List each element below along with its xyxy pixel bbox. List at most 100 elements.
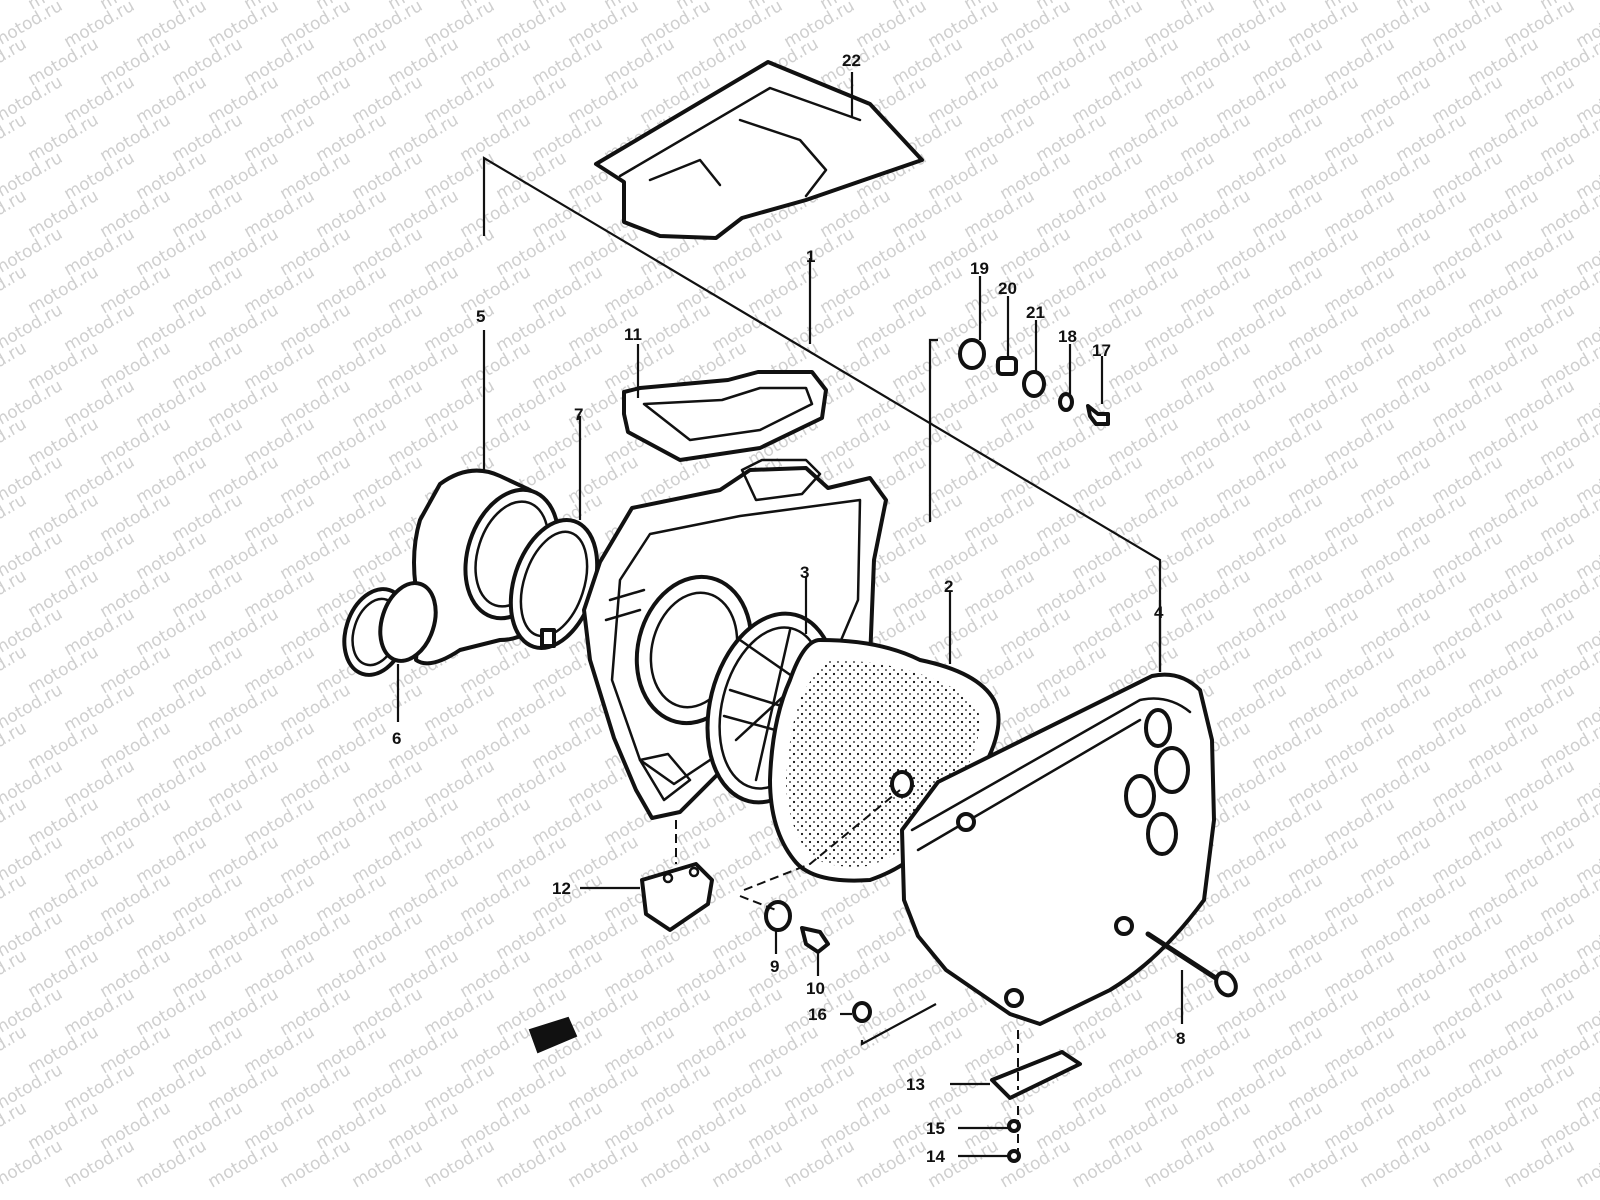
watermark-text: motod.ru <box>169 566 247 622</box>
watermark-text: motod.ru <box>457 34 535 90</box>
watermark-text: motod.ru <box>277 528 355 584</box>
watermark-text: motod.ru <box>421 224 499 280</box>
watermark-text: motod.ru <box>1429 376 1507 432</box>
watermark-text: motod.ru <box>97 718 175 774</box>
watermark-text: motod.ru <box>1105 262 1183 318</box>
part-8-long-bolt <box>1145 931 1238 1024</box>
watermark-text: motod.ru <box>313 946 391 1002</box>
watermark-text: motod.ru <box>1393 946 1471 1002</box>
watermark-text: motod.ru <box>277 680 355 736</box>
watermark-text: motod.ru <box>25 566 103 622</box>
callout-19: 19 <box>970 259 989 278</box>
watermark-text: motod.ru <box>421 984 499 1040</box>
watermark-text: motod.ru <box>169 186 247 242</box>
watermark-text: motod.ru <box>1429 756 1507 812</box>
watermark-text: motod.ru <box>781 224 859 280</box>
watermark-text: motod.ru <box>1321 718 1399 774</box>
watermark-text: motod.ru <box>277 1136 355 1192</box>
watermark-text: motod.ru <box>529 262 607 318</box>
watermark-text: motod.ru <box>385 338 463 394</box>
watermark-text: motod.ru <box>205 528 283 584</box>
watermark-text: motod.ru <box>781 1060 859 1116</box>
watermark-text: motod.ru <box>817 262 895 318</box>
watermark-text: motod.ru <box>889 262 967 318</box>
watermark-text: motod.ru <box>0 34 30 90</box>
watermark-text: motod.ru <box>0 870 30 926</box>
watermark-text: motod.ru <box>1321 1098 1399 1154</box>
watermark-text: motod.ru <box>421 908 499 964</box>
watermark-text: motod.ru <box>133 300 211 356</box>
watermark-text: motod.ru <box>457 718 535 774</box>
watermark-text: motod.ru <box>241 110 319 166</box>
watermark-text: motod.ru <box>97 1098 175 1154</box>
watermark-text: motod.ru <box>97 642 175 698</box>
watermark-text: motod.ru <box>241 414 319 470</box>
watermark-text: motod.ru <box>457 870 535 926</box>
watermark-text: motod.ru <box>169 718 247 774</box>
watermark-text: motod.ru <box>601 1098 679 1154</box>
watermark-text: motod.ru <box>61 224 139 280</box>
watermark-text: motod.ru <box>133 148 211 204</box>
watermark-text: motod.ru <box>0 946 30 1002</box>
watermark-text: motod.ru <box>1393 338 1471 394</box>
watermark-text: motod.ru <box>133 376 211 432</box>
watermark-text: motod.ru <box>1213 680 1291 736</box>
watermark-text: motod.ru <box>1357 452 1435 508</box>
watermark-text: motod.ru <box>1357 756 1435 812</box>
watermark-text: motod.ru <box>1177 1098 1255 1154</box>
watermark-text: motod.ru <box>61 984 139 1040</box>
watermark-text: motod.ru <box>1213 756 1291 812</box>
watermark-text: motod.ru <box>1465 718 1543 774</box>
watermark-text: motod.ru <box>421 1136 499 1192</box>
watermark-text: motod.ru <box>385 414 463 470</box>
watermark-text: motod.ru <box>0 110 30 166</box>
watermark-text: motod.ru <box>241 946 319 1002</box>
watermark-text: motod.ru <box>637 984 715 1040</box>
watermark-text: motod.ru <box>1321 110 1399 166</box>
watermark-text: motod.ru <box>1393 870 1471 926</box>
callout-12: 12 <box>552 879 571 898</box>
watermark-text: motod.ru <box>61 908 139 964</box>
watermark-text: motod.ru <box>637 1060 715 1116</box>
watermark-text: motod.ru <box>709 832 787 888</box>
watermark-text: motod.ru <box>457 338 535 394</box>
watermark-text: motod.ru <box>889 338 967 394</box>
watermark-text: motod.ru <box>313 338 391 394</box>
loose-clip-part <box>528 1016 578 1054</box>
watermark-text: motod.ru <box>1429 300 1507 356</box>
watermark-text: motod.ru <box>1177 262 1255 318</box>
watermark-text: motod.ru <box>1465 186 1543 242</box>
watermark-text: motod.ru <box>97 414 175 470</box>
callout-11: 11 <box>624 325 642 344</box>
watermark-text: motod.ru <box>349 148 427 204</box>
watermark-text: motod.ru <box>169 110 247 166</box>
watermark-text: motod.ru <box>241 1098 319 1154</box>
watermark-text: motod.ru <box>277 452 355 508</box>
watermark-text: motod.ru <box>241 642 319 698</box>
part-6-small-clamp <box>342 581 438 722</box>
watermark-text: motod.ru <box>313 1098 391 1154</box>
watermark-text: motod.ru <box>1069 72 1147 128</box>
watermark-text: motod.ru <box>925 72 1003 128</box>
watermark-text: motod.ru <box>1357 832 1435 888</box>
watermark-text: motod.ru <box>1393 1098 1471 1154</box>
watermark-text: motod.ru <box>1321 1022 1399 1078</box>
watermark-text: motod.ru <box>529 34 607 90</box>
watermark-text: motod.ru <box>1465 1022 1543 1078</box>
watermark-text: motod.ru <box>1429 908 1507 964</box>
watermark-text: motod.ru <box>493 680 571 736</box>
watermark-text: motod.ru <box>781 300 859 356</box>
watermark-text: motod.ru <box>1465 794 1543 850</box>
watermark-text: motod.ru <box>1069 604 1147 660</box>
watermark-text: motod.ru <box>1177 490 1255 546</box>
watermark-text: motod.ru <box>25 1098 103 1154</box>
watermark-text: motod.ru <box>1213 452 1291 508</box>
watermark-text: motod.ru <box>241 338 319 394</box>
watermark-text: motod.ru <box>889 34 967 90</box>
callout-20: 20 <box>998 279 1017 298</box>
watermark-text: motod.ru <box>493 224 571 280</box>
watermark-text: motod.ru <box>205 1060 283 1116</box>
callout-17: 17 <box>1092 341 1111 360</box>
watermark-text: motod.ru <box>169 946 247 1002</box>
watermark-text: motod.ru <box>493 756 571 812</box>
